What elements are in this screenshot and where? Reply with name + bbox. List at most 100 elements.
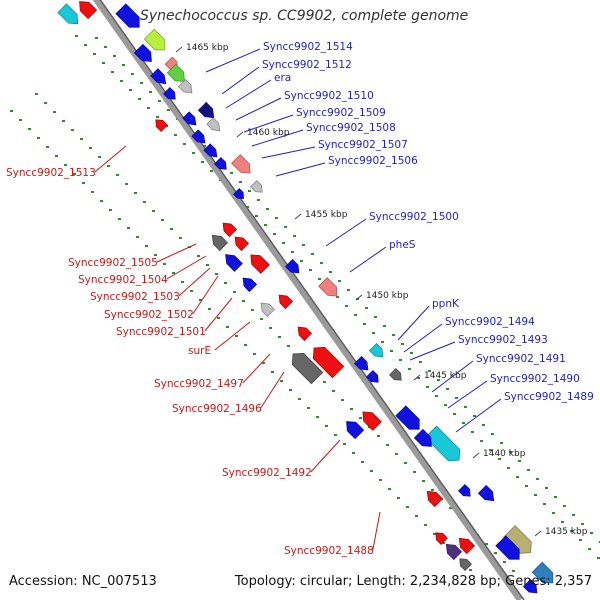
reverse-gene-block-side: [156, 126, 165, 135]
guide-dot: [302, 244, 305, 246]
reverse-gene-block: [211, 234, 229, 252]
guide-dot: [480, 440, 483, 442]
guide-dot: [491, 433, 494, 435]
guide-dot: [347, 289, 350, 291]
guide-dot: [147, 107, 150, 109]
forward-gene-block: [231, 154, 251, 174]
guide-dot: [197, 255, 200, 257]
guide-dot: [350, 408, 353, 410]
guide-dot: [410, 352, 413, 354]
topology-text: Topology: circular; Length: 2,234,828 bp…: [234, 574, 592, 589]
forward-gene-block-side: [495, 545, 513, 563]
forward-gene-block: [115, 3, 140, 28]
guide-dot: [64, 164, 67, 166]
map-title: Synechococcus sp. CC9902, complete genom…: [140, 8, 469, 24]
guide-dot: [134, 192, 137, 194]
scale-label: 1435 kbp: [545, 527, 588, 537]
guide-dot: [284, 226, 287, 228]
forward-gene-block-side: [198, 110, 209, 121]
guide-dot: [374, 316, 377, 318]
reverse-gene-block-side: [460, 565, 469, 574]
guide-dot: [498, 458, 501, 460]
guide-dot: [104, 46, 107, 48]
guide-dot: [516, 476, 519, 478]
guide-dot: [127, 227, 130, 229]
scale-label: 1460 kbp: [247, 128, 290, 138]
reverse-gene-label: Syncc9902_1501: [116, 326, 206, 338]
guide-dot: [363, 323, 366, 325]
guide-dot: [590, 532, 593, 534]
forward-gene-block: [206, 117, 221, 132]
guide-dot: [161, 219, 164, 221]
forward-gene-leader: [235, 97, 282, 121]
guide-dot: [361, 461, 364, 463]
guide-dot: [190, 290, 193, 292]
forward-gene-block-side: [191, 136, 201, 146]
guide-dot: [359, 417, 362, 419]
guide-dot: [235, 335, 238, 337]
guide-dot: [262, 362, 265, 364]
guide-dot: [138, 98, 141, 100]
forward-gene-label: Syncc9902_1507: [318, 139, 408, 151]
guide-dot: [145, 245, 148, 247]
forward-gene-block-side: [523, 586, 533, 596]
guide-dot: [509, 451, 512, 453]
guide-dot: [239, 181, 242, 183]
reverse-gene-block: [234, 236, 250, 252]
forward-gene-leader: [225, 79, 272, 109]
reverse-gene-block: [458, 537, 476, 555]
guide-dot: [280, 380, 283, 382]
guide-dot: [80, 138, 83, 140]
forward-gene-leader: [261, 146, 316, 159]
forward-gene-block: [203, 143, 218, 158]
reverse-gene-block-side: [213, 244, 224, 254]
forward-gene-leader: [455, 398, 502, 433]
scale-tick: [355, 294, 363, 301]
reverse-gene-block: [79, 1, 98, 20]
guide-dot: [383, 325, 386, 327]
reverse-gene-leader: [214, 321, 251, 351]
forward-gene-block: [318, 277, 338, 297]
forward-gene-block-side: [206, 124, 216, 134]
reverse-gene-leader: [310, 439, 341, 473]
guide-dot: [395, 453, 398, 455]
reverse-gene-block: [435, 532, 448, 545]
forward-gene-block: [177, 78, 193, 94]
forward-gene-leader: [275, 162, 326, 177]
guide-dot: [370, 470, 373, 472]
reverse-gene-block-side: [262, 311, 271, 320]
guide-dot: [588, 548, 591, 550]
forward-gene-block: [531, 561, 554, 584]
scale-tick: [413, 374, 421, 381]
forward-gene-block: [395, 405, 420, 430]
guide-dot: [570, 530, 573, 532]
guide-dot: [37, 137, 40, 139]
reverse-gene-block: [260, 302, 276, 318]
guide-dot: [275, 217, 278, 219]
forward-gene-label: Syncc9902_1514: [263, 41, 353, 53]
guide-dot: [246, 206, 249, 208]
reverse-gene-label: Syncc9902_1488: [284, 545, 374, 557]
guide-dot: [291, 251, 294, 253]
guide-dot: [73, 173, 76, 175]
guide-dot: [581, 523, 584, 525]
guide-dot: [255, 215, 258, 217]
guide-dot: [278, 336, 281, 338]
guide-dot: [397, 497, 400, 499]
guide-dot: [149, 91, 152, 93]
guide-dot: [338, 280, 341, 282]
guide-dot: [100, 200, 103, 202]
guide-dot: [122, 64, 125, 66]
forward-gene-block-side: [214, 163, 223, 173]
guide-dot: [102, 62, 105, 64]
guide-dot: [167, 109, 170, 111]
reverse-gene-block: [291, 352, 324, 385]
guide-dot: [143, 201, 146, 203]
forward-gene-block: [233, 188, 244, 199]
scale-label: 1440 kbp: [483, 449, 526, 459]
reverse-gene-leader: [242, 353, 271, 384]
guide-dot: [525, 485, 528, 487]
guide-dot: [118, 218, 121, 220]
guide-dot: [111, 71, 114, 73]
